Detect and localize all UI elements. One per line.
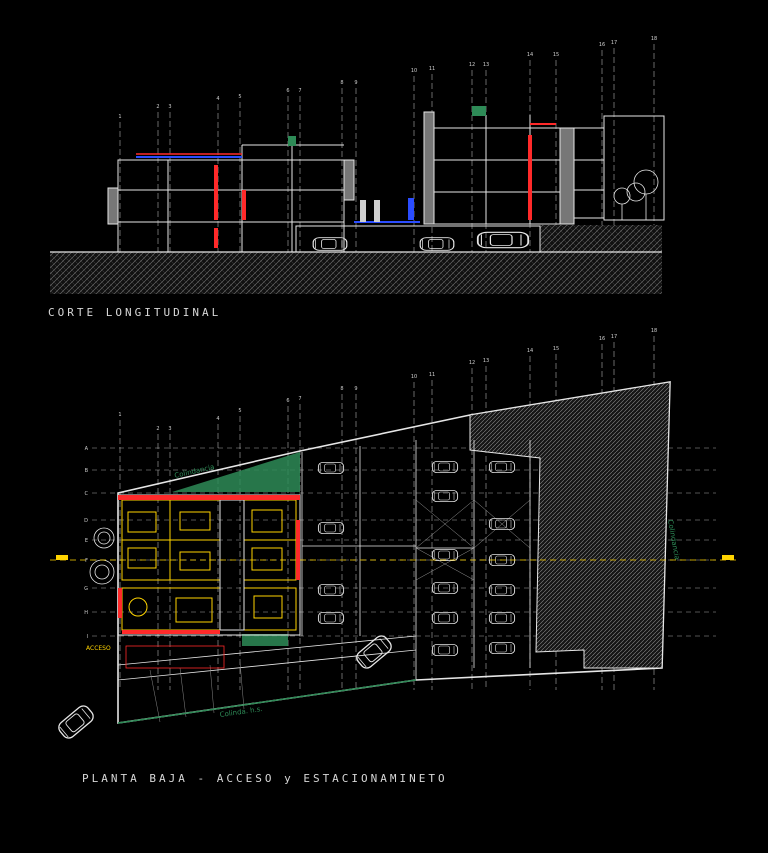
- grid-axis-label: 13: [483, 62, 489, 68]
- parking-bays: [301, 440, 531, 680]
- grid-axis-label: 4: [216, 416, 219, 422]
- grid-axis-label: 1: [118, 114, 121, 120]
- grid-axis-label: 7: [298, 396, 301, 402]
- plan-apartments: [117, 494, 301, 636]
- grid-axis-label: 5: [238, 94, 241, 100]
- grid-axis-label: 8: [340, 386, 343, 392]
- parked-car: [431, 643, 459, 657]
- parked-car: [317, 461, 345, 475]
- grid-axis-label: 18: [651, 36, 657, 42]
- row-axis-label: H: [84, 610, 88, 616]
- row-axis-label: D: [84, 518, 88, 524]
- plan-trees: [89, 527, 115, 585]
- row-axis-label: I: [87, 634, 88, 640]
- grid-axis-label: 10: [411, 68, 417, 74]
- grid-axis-label: 2: [156, 104, 159, 110]
- parked-car: [488, 583, 516, 597]
- grid-axis-label: 16: [599, 336, 605, 342]
- label-top-street: Colindancia: [174, 463, 216, 480]
- grid-axis-label: 9: [354, 80, 357, 86]
- grid-axis-label: 3: [168, 104, 171, 110]
- row-axis-label: C: [85, 491, 89, 497]
- access-ramp: [117, 635, 417, 724]
- grid-axis-label: 6: [286, 398, 289, 404]
- row-axis-label: A: [85, 446, 89, 452]
- section-basement: [295, 225, 541, 253]
- plan-row-labels: A B C D E F G H I: [84, 446, 88, 640]
- parked-car: [488, 641, 516, 655]
- section-right-building: [423, 106, 665, 225]
- plan-title: PLANTA BAJA - ACCESO y ESTACIONAMINETO: [82, 772, 448, 785]
- grid-axis-label: 17: [611, 40, 617, 46]
- grid-axis-label: 17: [611, 334, 617, 340]
- grid-axis-label: 8: [340, 80, 343, 86]
- section-title: CORTE LONGITUDINAL: [48, 306, 222, 319]
- parked-car: [431, 460, 459, 474]
- green-planter-bottom: [242, 634, 288, 646]
- plan-drawing: Colindancia Colindancia Colinda. h.s. AC…: [50, 328, 740, 742]
- grid-axis-label: 16: [599, 42, 605, 48]
- grid-axis-label: 11: [429, 66, 435, 72]
- garden-hatch: [469, 381, 671, 669]
- parked-car: [488, 460, 516, 474]
- parked-car: [317, 611, 345, 625]
- grid-axis-label: 12: [469, 360, 475, 366]
- parked-car: [317, 583, 345, 597]
- grid-axis-label: 18: [651, 328, 657, 334]
- parked-car: [431, 611, 459, 625]
- parked-car: [431, 489, 459, 503]
- section-left-building: [107, 136, 355, 253]
- section-middle: [354, 198, 420, 223]
- grid-axis-label: 14: [527, 348, 533, 354]
- parked-cars: [317, 460, 516, 657]
- parked-car: [317, 521, 345, 535]
- grid-axis-label: 12: [469, 62, 475, 68]
- parked-car: [488, 611, 516, 625]
- grid-axis-label: 9: [354, 386, 357, 392]
- grid-axis-label: 10: [411, 374, 417, 380]
- grid-axis-label: 15: [553, 346, 559, 352]
- green-planter-top: [172, 452, 300, 492]
- grid-axis-label: 13: [483, 358, 489, 364]
- grid-axis-label: 1: [118, 412, 121, 418]
- grid-axis-label: 5: [238, 408, 241, 414]
- section-trees: [613, 169, 659, 220]
- row-axis-label: B: [85, 468, 89, 474]
- grid-axis-label: 11: [429, 372, 435, 378]
- grid-axis-label: 4: [216, 96, 219, 102]
- row-axis-label: F: [85, 558, 88, 564]
- grid-axis-label: 14: [527, 52, 533, 58]
- section-ground-raised: [540, 225, 662, 253]
- section-ground: [50, 252, 662, 294]
- row-axis-label: E: [85, 538, 88, 544]
- grid-axis-label: 2: [156, 426, 159, 432]
- grid-axis-label: 3: [168, 426, 171, 432]
- grid-axis-label: 6: [286, 88, 289, 94]
- label-right-edge: Colindancia: [666, 519, 681, 561]
- grid-axis-label: 15: [553, 52, 559, 58]
- grid-axis-label: 7: [298, 88, 301, 94]
- label-access: ACCESO: [86, 645, 111, 652]
- row-axis-label: G: [84, 586, 88, 592]
